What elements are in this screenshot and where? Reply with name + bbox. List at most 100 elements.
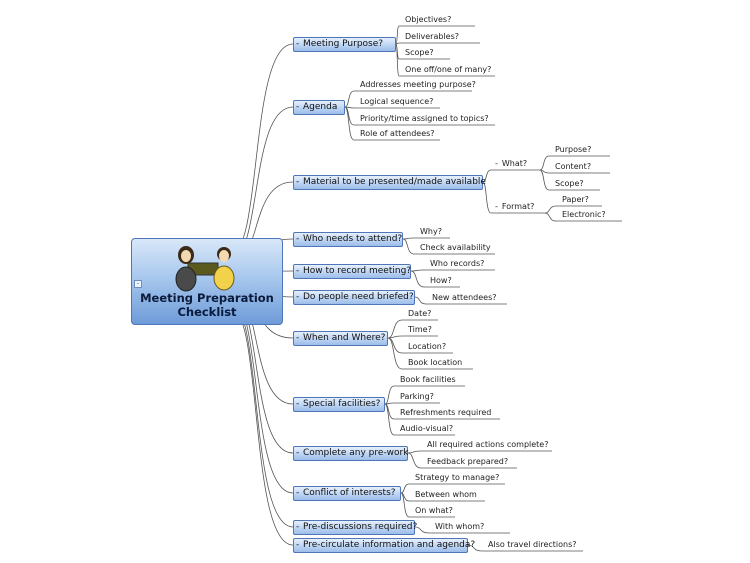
collapse-toggle[interactable]: -: [134, 280, 142, 288]
leaf-connector: [387, 337, 403, 370]
meeting-people-icon: [175, 246, 235, 292]
collapse-toggle[interactable]: -: [296, 234, 300, 244]
leaf-topic[interactable]: Who records?: [430, 259, 485, 268]
leaf-connector: [384, 385, 395, 405]
leaf-connector: [402, 238, 415, 255]
branch-topic[interactable]: -Do people need briefed?: [293, 290, 415, 305]
branch-topic[interactable]: -When and Where?: [293, 331, 388, 346]
leaf-connector: [539, 169, 550, 191]
collapse-toggle[interactable]: -: [296, 102, 300, 112]
branch-label: How to record meeting?: [303, 266, 412, 276]
leaf-connector: [395, 43, 400, 77]
leaf-topic[interactable]: With whom?: [435, 522, 485, 531]
leaf-topic[interactable]: Deliverables?: [405, 32, 460, 41]
leaf-topic[interactable]: Audio-visual?: [400, 424, 454, 433]
leaf-topic[interactable]: Feedback prepared?: [427, 457, 509, 466]
subtopic[interactable]: -What?: [495, 159, 527, 169]
leaf-topic[interactable]: On what?: [415, 506, 453, 515]
branch-topic[interactable]: -Pre-circulate information and agenda?: [293, 538, 475, 553]
leaf-topic[interactable]: Refreshments required: [400, 408, 492, 417]
leaf-connector: [407, 450, 422, 454]
central-topic[interactable]: - Meeting Preparation Checklist: [131, 238, 283, 325]
collapse-toggle[interactable]: -: [296, 177, 300, 187]
leaf-topic[interactable]: All required actions complete?: [427, 440, 549, 449]
leaf-topic[interactable]: Parking?: [400, 392, 434, 401]
leaf-topic[interactable]: Priority/time assigned to topics?: [360, 114, 489, 123]
leaf-connector: [407, 452, 422, 469]
leaf-connector: [544, 205, 557, 214]
leaf-topic[interactable]: Role of attendees?: [360, 129, 435, 138]
branch-connector: [230, 106, 294, 259]
leaf-connector: [402, 237, 415, 240]
branch-topic[interactable]: -Conflict of interests?: [293, 486, 401, 501]
collapse-toggle[interactable]: -: [296, 399, 300, 409]
leaf-topic[interactable]: Book facilities: [400, 375, 456, 384]
leaf-topic[interactable]: Content?: [555, 162, 592, 171]
branch-connector: [230, 43, 294, 254]
leaf-connector: [544, 212, 557, 222]
sub-connector: [482, 169, 492, 183]
leaf-topic[interactable]: Book location: [408, 358, 463, 367]
branch-topic[interactable]: -How to record meeting?: [293, 264, 411, 279]
branch-label: Special facilities?: [303, 399, 381, 409]
collapse-toggle[interactable]: -: [296, 522, 300, 532]
leaf-topic[interactable]: Objectives?: [405, 15, 452, 24]
leaf-topic[interactable]: How?: [430, 276, 452, 285]
collapse-toggle[interactable]: -: [296, 292, 300, 302]
leaf-topic[interactable]: Time?: [408, 325, 432, 334]
leaf-topic[interactable]: Between whom: [415, 490, 477, 499]
leaf-connector: [467, 544, 483, 552]
branch-label: Who needs to attend?: [303, 234, 403, 244]
leaf-topic[interactable]: One off/one of many?: [405, 65, 492, 74]
leaf-topic[interactable]: Paper?: [562, 195, 589, 204]
leaf-topic[interactable]: Scope?: [555, 179, 584, 188]
leaf-topic[interactable]: Location?: [408, 342, 447, 351]
branch-topic[interactable]: -Who needs to attend?: [293, 232, 403, 247]
leaf-topic[interactable]: Scope?: [405, 48, 434, 57]
leaf-connector: [344, 106, 355, 141]
leaf-topic[interactable]: Purpose?: [555, 145, 592, 154]
leaf-connector: [395, 25, 400, 45]
branch-label: Agenda: [303, 102, 338, 112]
branch-label: Do people need briefed?: [303, 292, 414, 302]
leaf-topic[interactable]: Why?: [420, 227, 442, 236]
collapse-toggle[interactable]: -: [296, 266, 300, 276]
branch-label: Pre-circulate information and agenda?: [303, 540, 476, 550]
collapse-toggle[interactable]: -: [296, 488, 300, 498]
collapse-toggle[interactable]: -: [296, 448, 300, 458]
collapse-toggle[interactable]: -: [296, 39, 300, 49]
leaf-connector: [384, 403, 395, 436]
leaf-connector: [410, 270, 425, 288]
leaf-topic[interactable]: Logical sequence?: [360, 97, 434, 106]
leaf-connector: [387, 319, 403, 339]
branch-topic[interactable]: -Pre-discussions required?: [293, 520, 418, 535]
leaf-connector: [414, 526, 430, 534]
leaf-topic[interactable]: Check availability: [420, 243, 491, 252]
leaf-topic[interactable]: Addresses meeting purpose?: [360, 80, 476, 89]
sub-connector: [482, 181, 492, 214]
leaf-topic[interactable]: Strategy to manage?: [415, 473, 500, 482]
branch-topic[interactable]: -Complete any pre-work: [293, 446, 408, 461]
subtopic[interactable]: -Format?: [495, 202, 534, 212]
leaf-connector: [539, 155, 550, 171]
branch-topic[interactable]: -Agenda: [293, 100, 345, 115]
branch-label: Pre-discussions required?: [303, 522, 418, 532]
collapse-toggle[interactable]: -: [495, 202, 498, 211]
collapse-toggle[interactable]: -: [296, 540, 300, 550]
branch-topic[interactable]: -Special facilities?: [293, 397, 385, 412]
leaf-connector: [400, 483, 410, 494]
branch-topic[interactable]: -Meeting Purpose?: [293, 37, 396, 52]
central-title: Meeting Preparation Checklist: [140, 291, 274, 319]
leaf-topic[interactable]: New attendees?: [432, 293, 497, 302]
branch-label: When and Where?: [303, 333, 386, 343]
collapse-toggle[interactable]: -: [296, 333, 300, 343]
branch-label: Conflict of interests?: [303, 488, 396, 498]
leaf-connector: [410, 269, 425, 272]
leaf-topic[interactable]: Also travel directions?: [488, 540, 577, 549]
leaf-topic[interactable]: Date?: [408, 309, 432, 318]
leaf-connector: [400, 492, 410, 518]
collapse-toggle[interactable]: -: [495, 159, 498, 168]
leaf-connector: [344, 90, 355, 108]
leaf-topic[interactable]: Electronic?: [562, 210, 606, 219]
branch-topic[interactable]: -Material to be presented/made available: [293, 175, 486, 190]
